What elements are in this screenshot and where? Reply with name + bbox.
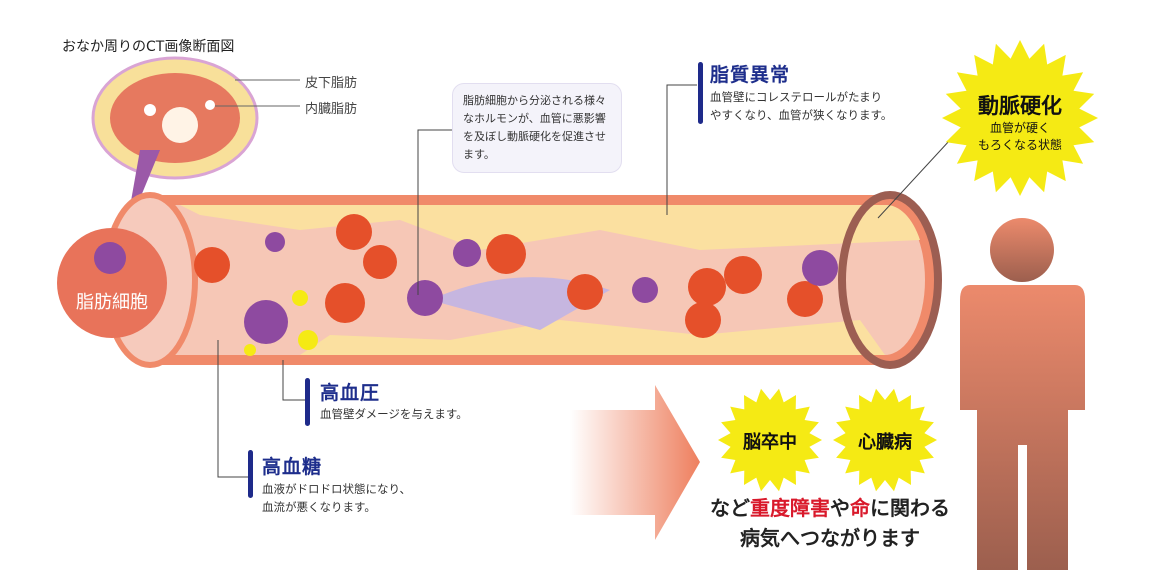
disease-stroke: 脳卒中: [743, 432, 797, 453]
label-subcutaneous: 皮下脂肪: [305, 76, 358, 91]
disease-heart: 心臓病: [858, 432, 912, 453]
red-blood-cells: [194, 214, 823, 338]
fat-cell-label: 脂肪細胞: [76, 292, 148, 313]
ct-title: おなか周りのCT画像断面図: [62, 39, 235, 55]
dyslipidemia-title: 脂質異常: [710, 64, 791, 86]
hypertension-desc: 血管壁ダメージを与えます。: [320, 407, 468, 421]
fat-cell-badge: [57, 228, 167, 338]
dyslipidemia-desc: 血管壁にコレステロールがたまりやすくなり、血管が狭くなります。: [710, 90, 893, 122]
person-figure: [960, 218, 1085, 570]
ct-image: [91, 56, 259, 180]
hyperglycemia-title: 高血糖: [262, 456, 323, 478]
hormone-note: 脂肪細胞から分泌される様々なホルモンが、血管に悪影響を及ぼし動脈硬化を促進させま…: [452, 83, 622, 173]
hyperglycemia-desc: 血液がドロドロ状態になり、血流が悪くなります。: [262, 482, 412, 514]
hypertension-title: 高血圧: [320, 382, 381, 404]
arteriosclerosis-text: 動脈硬化血管が硬くもろくなる状態: [977, 94, 1062, 152]
burst-arteriosclerosis: [942, 40, 1098, 196]
label-visceral: 内臓脂肪: [305, 102, 358, 117]
burst-stroke: [718, 388, 822, 492]
conclusion: など重度障害や命に関わる 病気へつながります: [710, 496, 950, 550]
arrow: [570, 385, 700, 540]
burst-heart: [833, 388, 937, 492]
fat-cells-small: [244, 232, 838, 344]
